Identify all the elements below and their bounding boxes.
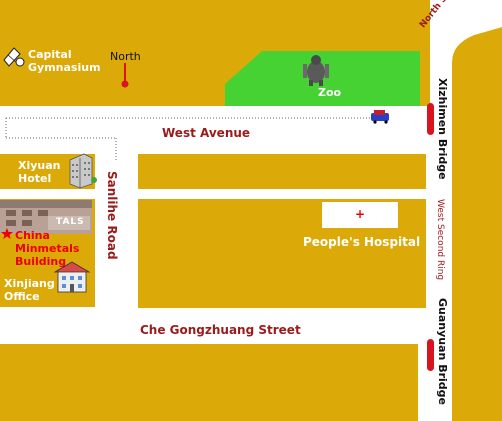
shuttlecock-icon (3, 47, 25, 67)
star-icon (1, 228, 13, 239)
guanyuan-bridge-marker (427, 339, 434, 371)
capital-gymnasium-label: Capital Gymnasium (28, 48, 101, 74)
building-sign-text: TALS (56, 217, 85, 227)
hotel-building-icon (69, 153, 97, 189)
peoples-hospital-label: People's Hospital (303, 235, 421, 249)
xiyuan-hotel-label: Xiyuan Hotel (18, 159, 61, 185)
hospital-cross-icon: + (355, 207, 366, 221)
north-arrow-icon (121, 63, 129, 88)
xizhimen-bridge-label: Xizhimen Bridge (436, 78, 449, 180)
gorilla-icon (303, 55, 329, 86)
guanyuan-bridge-label: Guanyuan Bridge (436, 298, 449, 405)
china-minmetals-label: China Minmetals Building (15, 229, 80, 268)
block-mid-north (138, 154, 426, 189)
minmetals-building-photo (0, 200, 92, 234)
sanlihe-road-label: Sanlihe Road (105, 171, 119, 260)
block-south (0, 344, 418, 421)
north-label: North (110, 50, 141, 63)
block-east (452, 27, 502, 421)
xinjiang-office-label: Xinjiang Office (4, 277, 55, 303)
zoo-label: Zoo (318, 86, 342, 99)
west-second-ring-label: West Second Ring (435, 199, 445, 281)
car-icon (371, 110, 389, 124)
north-second-ring-road-curve (430, 0, 502, 106)
dotted-route (5, 117, 372, 162)
office-building-icon (53, 261, 91, 293)
hospital-box (322, 202, 398, 228)
xizhimen-bridge-marker (427, 103, 434, 135)
west-avenue-label: West Avenue (162, 126, 251, 140)
che-gongzhuang-label: Che Gongzhuang Street (140, 323, 301, 337)
